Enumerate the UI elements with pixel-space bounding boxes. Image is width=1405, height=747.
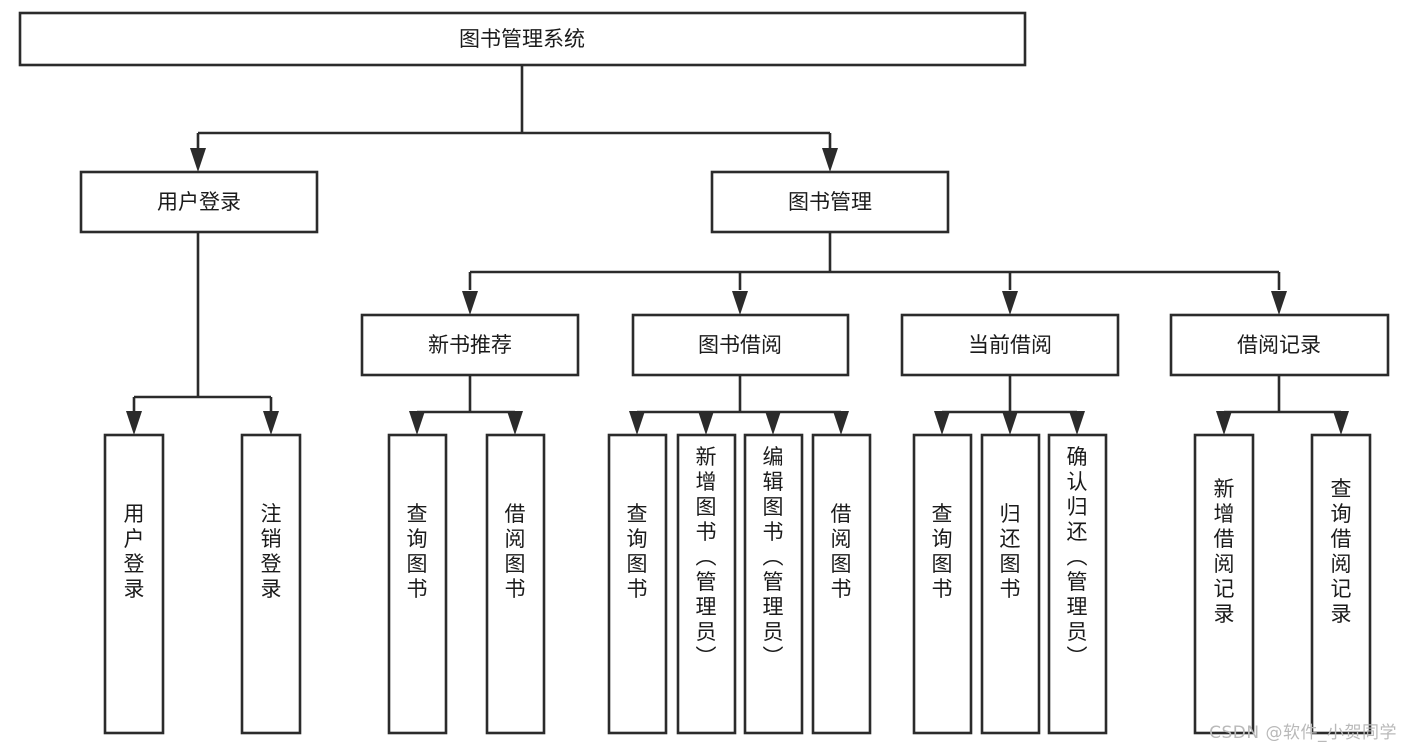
node-book-manage[interactable]: 图书管理 <box>710 170 950 234</box>
node-leaf-query-record-box[interactable] <box>1310 433 1372 735</box>
arrow-br-leaf1 <box>1216 411 1232 435</box>
arrow-bm-to-new-book-rec <box>462 291 478 315</box>
arrow-br-leaf2 <box>1333 411 1349 435</box>
node-leaf-query-book-a-label: 查询图书 <box>407 502 428 601</box>
node-leaf-query-book-c-label: 查询图书 <box>932 502 953 601</box>
arrow-root-to-book-manage <box>822 148 838 172</box>
node-leaf-user-login-box[interactable] <box>103 433 165 735</box>
arrow-user-login-leaf2 <box>263 411 279 435</box>
arrow-bm-to-current-borrow <box>1002 291 1018 315</box>
node-leaf-return-book[interactable]: 归还图书 <box>980 433 1041 735</box>
node-user-login[interactable]: 用户登录 <box>79 170 319 234</box>
arrow-nbr-leaf2 <box>507 411 523 435</box>
node-leaf-query-book-b-label: 查询图书 <box>627 502 648 601</box>
node-leaf-logout-box[interactable] <box>240 433 302 735</box>
arrow-bb-leaf4 <box>833 411 849 435</box>
node-book-manage-box[interactable] <box>710 170 950 234</box>
node-leaf-add-record-label: 新增借阅记录 <box>1214 477 1235 626</box>
node-current-borrow[interactable]: 当前借阅 <box>900 313 1120 377</box>
node-leaf-user-login[interactable]: 用户登录 <box>103 433 165 735</box>
node-new-book-rec-box[interactable] <box>360 313 580 377</box>
node-leaf-user-login-label: 用户登录 <box>124 502 145 601</box>
node-user-login-box[interactable] <box>79 170 319 234</box>
node-book-borrow-label: 图书借阅 <box>698 333 782 357</box>
node-user-login-label: 用户登录 <box>157 190 241 214</box>
node-leaf-logout[interactable]: 注销登录 <box>240 433 302 735</box>
node-leaf-confirm-return-box[interactable] <box>1047 433 1108 735</box>
node-book-borrow-box[interactable] <box>631 313 850 377</box>
node-leaf-query-book-b[interactable]: 查询图书 <box>607 433 668 735</box>
node-current-borrow-box[interactable] <box>900 313 1120 377</box>
node-leaf-borrow-book-b-box[interactable] <box>811 433 872 735</box>
node-leaf-edit-book-box[interactable] <box>743 433 804 735</box>
connector-layer <box>126 65 1349 435</box>
node-root[interactable]: 图书管理系统 <box>18 11 1027 67</box>
node-leaf-confirm-return-label: 确认归还︵管理员︶ <box>1067 445 1088 669</box>
node-leaf-borrow-book-a-box[interactable] <box>485 433 546 735</box>
node-leaf-query-book-a-box[interactable] <box>387 433 448 735</box>
arrow-bb-leaf3 <box>765 411 781 435</box>
arrow-nbr-leaf1 <box>409 411 425 435</box>
arrow-bb-leaf2 <box>698 411 714 435</box>
node-leaf-query-record[interactable]: 查询借阅记录 <box>1310 433 1372 735</box>
node-leaf-confirm-return[interactable]: 确认归还︵管理员︶ <box>1047 433 1108 735</box>
arrow-cb-leaf2 <box>1002 411 1018 435</box>
node-leaf-add-record-box[interactable] <box>1193 433 1255 735</box>
node-leaf-query-record-label: 查询借阅记录 <box>1331 477 1352 626</box>
node-book-borrow[interactable]: 图书借阅 <box>631 313 850 377</box>
node-leaf-borrow-book-a[interactable]: 借阅图书 <box>485 433 546 735</box>
arrow-bb-leaf1 <box>629 411 645 435</box>
arrow-cb-leaf1 <box>934 411 950 435</box>
node-leaf-return-book-label: 归还图书 <box>1000 502 1021 601</box>
node-borrow-record-label: 借阅记录 <box>1237 333 1321 357</box>
node-leaf-add-book[interactable]: 新增图书︵管理员︶ <box>676 433 737 735</box>
arrow-cb-leaf3 <box>1069 411 1085 435</box>
arrow-bm-to-book-borrow <box>732 291 748 315</box>
arrow-root-to-user-login <box>190 148 206 172</box>
node-leaf-return-book-box[interactable] <box>980 433 1041 735</box>
node-book-manage-label: 图书管理 <box>788 190 872 214</box>
watermark: CSDN @软件_小贺同学 <box>1209 723 1397 743</box>
node-leaf-query-book-a[interactable]: 查询图书 <box>387 433 448 735</box>
node-leaf-add-book-label: 新增图书︵管理员︶ <box>696 445 717 669</box>
node-new-book-rec-label: 新书推荐 <box>428 333 512 357</box>
arrow-user-login-leaf1 <box>126 411 142 435</box>
node-leaf-borrow-book-a-label: 借阅图书 <box>505 502 526 601</box>
node-leaf-logout-label: 注销登录 <box>261 502 282 601</box>
node-leaf-borrow-book-b[interactable]: 借阅图书 <box>811 433 872 735</box>
node-leaf-add-record[interactable]: 新增借阅记录 <box>1193 433 1255 735</box>
node-new-book-rec[interactable]: 新书推荐 <box>360 313 580 377</box>
arrow-bm-to-borrow-record <box>1271 291 1287 315</box>
node-borrow-record[interactable]: 借阅记录 <box>1169 313 1390 377</box>
node-leaf-query-book-c[interactable]: 查询图书 <box>912 433 973 735</box>
node-leaf-add-book-box[interactable] <box>676 433 737 735</box>
node-leaf-query-book-b-box[interactable] <box>607 433 668 735</box>
node-root-box[interactable] <box>18 11 1027 67</box>
node-leaf-edit-book[interactable]: 编辑图书︵管理员︶ <box>743 433 804 735</box>
node-leaf-edit-book-label: 编辑图书︵管理员︶ <box>763 445 784 669</box>
node-leaf-borrow-book-b-label: 借阅图书 <box>831 502 852 601</box>
node-borrow-record-box[interactable] <box>1169 313 1390 377</box>
node-current-borrow-label: 当前借阅 <box>968 333 1052 357</box>
node-leaf-query-book-c-box[interactable] <box>912 433 973 735</box>
node-root-label: 图书管理系统 <box>459 27 585 51</box>
